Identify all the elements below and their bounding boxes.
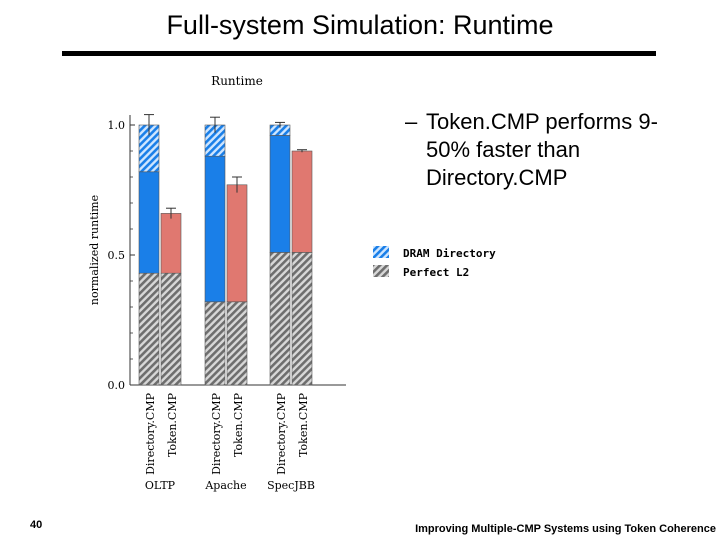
bar-label: Token.CMP xyxy=(166,392,179,457)
bar-label: Directory.CMP xyxy=(144,392,157,474)
legend-label-perfect-l2: Perfect L2 xyxy=(403,266,469,279)
group-label: Apache xyxy=(204,479,246,492)
bullet-point: – Token.CMP performs 9-50% faster than D… xyxy=(405,108,695,192)
bar-middle-segment xyxy=(291,150,313,253)
bar-perfect-l2 xyxy=(138,272,160,386)
group-label: SpecJBB xyxy=(267,479,315,492)
slide-title: Full-system Simulation: Runtime xyxy=(166,10,554,40)
bar-label: Token.CMP xyxy=(232,392,245,457)
bar-middle-segment xyxy=(138,171,160,274)
y-tick-label: 0.5 xyxy=(108,249,126,262)
bar-label: Token.CMP xyxy=(297,392,310,457)
chart-title: Runtime xyxy=(211,74,263,88)
bar-middle-segment xyxy=(160,213,182,274)
legend-swatch-dram-directory xyxy=(373,246,389,258)
bullet-text: Token.CMP performs 9-50% faster than Dir… xyxy=(426,109,658,190)
page-number: 40 xyxy=(30,519,43,531)
y-tick-label: 1.0 xyxy=(108,119,126,132)
bar-middle-segment xyxy=(269,135,291,253)
y-axis-label: normalized runtime xyxy=(88,195,101,305)
bar-perfect-l2 xyxy=(269,252,291,386)
bar-perfect-l2 xyxy=(160,272,182,386)
bar-perfect-l2 xyxy=(204,301,226,386)
footer-text: Improving Multiple-CMP Systems using Tok… xyxy=(415,523,716,535)
legend: DRAM Directory Perfect L2 xyxy=(373,246,496,279)
bar-label: Directory.CMP xyxy=(275,392,288,474)
y-tick-label: 0.0 xyxy=(108,379,126,392)
legend-label-dram-directory: DRAM Directory xyxy=(403,247,496,260)
bar-middle-segment xyxy=(226,184,248,303)
legend-swatch-perfect-l2 xyxy=(373,265,389,277)
bullet-dash: – xyxy=(405,109,418,134)
group-label: OLTP xyxy=(145,479,176,492)
bar-perfect-l2 xyxy=(291,252,313,386)
title-divider xyxy=(62,51,656,56)
bar-middle-segment xyxy=(204,155,226,303)
bar-perfect-l2 xyxy=(226,301,248,386)
bar-label: Directory.CMP xyxy=(210,392,223,474)
